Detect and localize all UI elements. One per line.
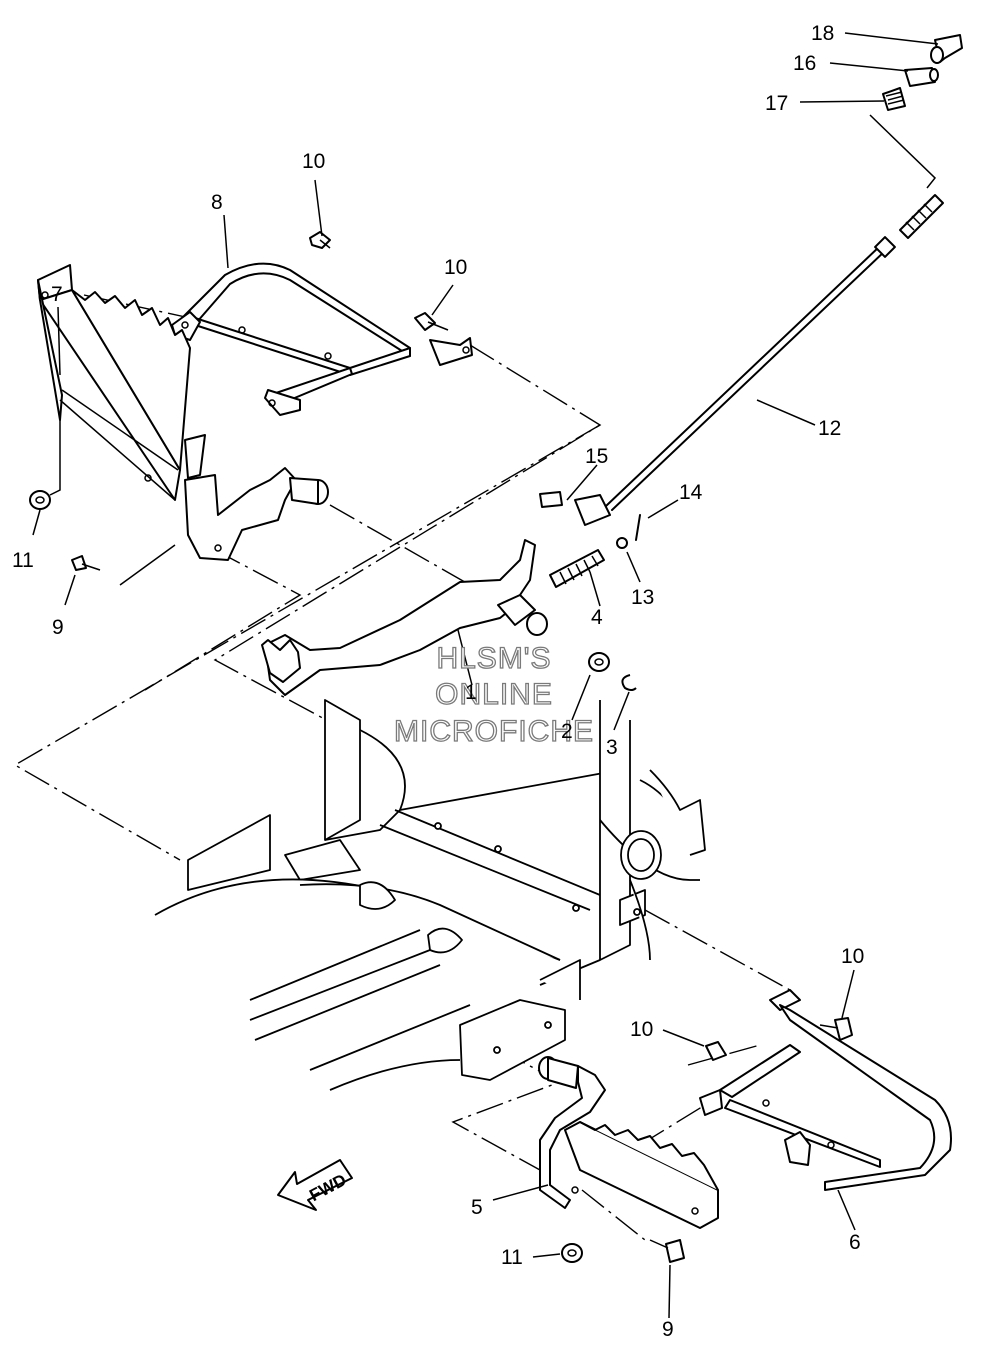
part-12-cable: [605, 194, 944, 511]
callout-11-upper: 11: [12, 549, 34, 572]
callout-1: 1: [465, 681, 477, 704]
callout-5: 5: [471, 1196, 483, 1219]
callout-16: 16: [793, 52, 816, 75]
part-8-bracket-upper: [171, 262, 473, 416]
leader-lines: [32, 32, 939, 1319]
callout-8: 8: [211, 191, 223, 214]
forward-direction-arrow: FWD: [277, 1159, 353, 1211]
callout-10-c: 10: [841, 945, 864, 968]
small-hardware: [539, 491, 641, 691]
part-5-arm-right: [538, 1056, 719, 1229]
cable-end-parts: [869, 34, 963, 189]
callout-10-d: 10: [630, 1018, 653, 1041]
callout-2: 2: [561, 720, 573, 743]
callout-11-lower: 11: [501, 1246, 523, 1269]
callout-10-a: 10: [302, 150, 325, 173]
fasteners: [29, 231, 853, 1263]
callout-7: 7: [51, 283, 63, 306]
callout-numbers: 1 2 3 4 5 6 7 8 9 9 10 10 10 10 11 11 12…: [12, 22, 864, 1341]
callout-9-lower: 9: [662, 1318, 674, 1341]
watermark-line-3: MICROFICHE: [394, 715, 594, 748]
watermark-line-1: HLSM'S: [436, 642, 551, 675]
callout-12: 12: [818, 417, 841, 440]
part-7-footrest-left: [37, 264, 206, 501]
callout-10-b: 10: [444, 256, 467, 279]
part-6-bracket-right: [699, 989, 952, 1191]
callout-18: 18: [811, 22, 834, 45]
callout-6: 6: [849, 1231, 861, 1254]
callout-17: 17: [765, 92, 788, 115]
callout-15: 15: [585, 445, 608, 468]
watermark-line-2: ONLINE: [435, 678, 553, 711]
frame-chassis: [154, 699, 706, 1091]
part-1-brake-pedal: [261, 539, 548, 696]
callout-9-upper: 9: [52, 616, 64, 639]
part-5-arm-left: [184, 467, 329, 561]
callout-13: 13: [631, 586, 654, 609]
callout-14: 14: [679, 481, 703, 504]
callout-4: 4: [591, 606, 603, 629]
watermark: HLSM'S ONLINE MICROFICHE: [393, 641, 594, 748]
callout-3: 3: [606, 736, 618, 759]
